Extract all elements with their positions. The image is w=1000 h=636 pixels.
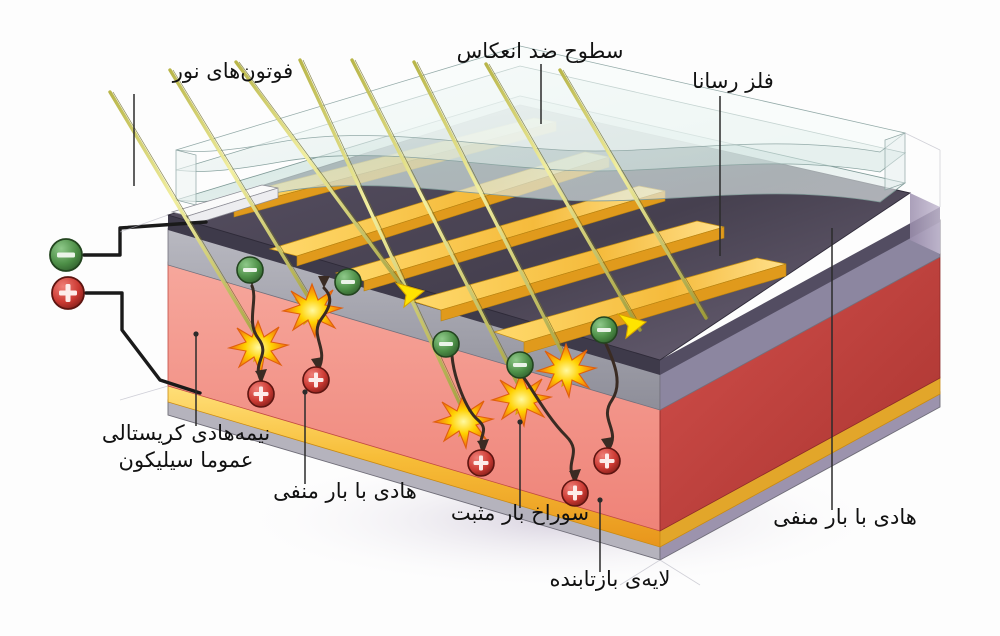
hole-symbol [302, 366, 330, 394]
label-n-conductor-right: هادی با بار منفی [773, 505, 917, 529]
electron-symbol [590, 316, 618, 344]
label-semiconductor: نیمه‌هادی کریستالی عموما سیلیکون [101, 421, 271, 472]
ar-edge-left [175, 149, 197, 206]
label-hole: سوراخ بار مثبت [450, 501, 590, 525]
electron-symbol [334, 268, 362, 296]
label-photons: فوتون‌های نور [172, 59, 294, 83]
label-leader-lines [133, 64, 833, 572]
hole-symbol [467, 449, 495, 477]
label-n-conductor: هادی با بار منفی [273, 479, 417, 503]
electron-symbol [236, 256, 264, 284]
hole-symbol [593, 447, 621, 475]
label-reflector: لایه‌ی بازتابنده [549, 567, 671, 591]
circuit-wire [82, 220, 208, 395]
hole-symbol [247, 380, 275, 408]
leader-dots [193, 331, 603, 503]
metal-finger [410, 220, 725, 322]
metal-finger [492, 257, 787, 355]
electron-symbol [432, 330, 460, 358]
negative-terminal[interactable] [49, 238, 83, 272]
label-metal: فلز رسانا [692, 69, 774, 93]
right-side-wash [910, 193, 940, 254]
ar-edge-right [884, 132, 906, 191]
top-edge-right [660, 207, 940, 375]
electron-symbol [506, 351, 534, 379]
positive-terminal[interactable] [51, 276, 85, 310]
perspective-guides [119, 132, 941, 586]
label-antireflection: سطوح ضد انعکاس [456, 39, 624, 63]
